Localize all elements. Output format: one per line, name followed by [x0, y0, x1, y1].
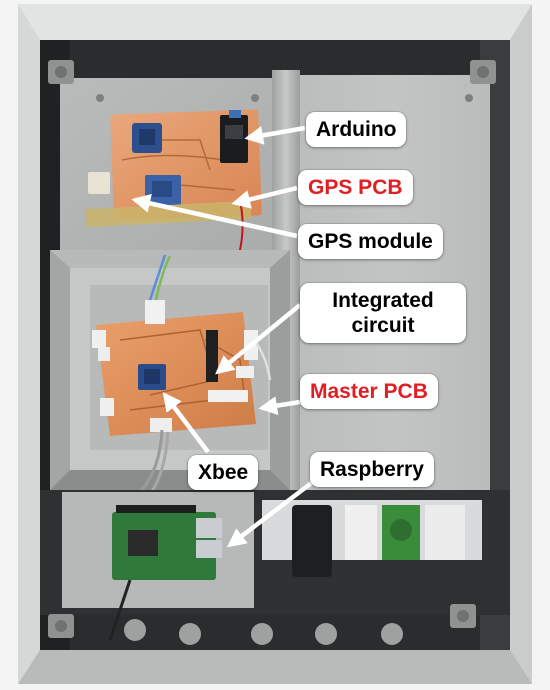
- label-master-pcb: Master PCB: [300, 374, 438, 409]
- arrow-gps-module: [131, 194, 298, 239]
- bottom-brackets: [48, 604, 476, 638]
- din-rail-devices: [262, 500, 482, 577]
- callout-arrows: [131, 125, 320, 548]
- arrow-integrated-circuit: [215, 303, 302, 375]
- master-pcb: [96, 312, 256, 436]
- raspberry-pi-board: [112, 505, 222, 580]
- arrow-master-pcb: [258, 396, 301, 415]
- label-gps-pcb: GPS PCB: [298, 170, 413, 205]
- arrow-arduino: [244, 125, 306, 145]
- label-xbee: Xbee: [188, 455, 259, 490]
- arrow-raspberry: [226, 476, 320, 548]
- label-gps-module: GPS module: [298, 224, 443, 259]
- raspberry-cable: [108, 579, 132, 641]
- xbee-on-gps-pcb: [132, 123, 162, 153]
- integrated-circuit: [206, 330, 218, 382]
- label-integrated-circuit: Integrated circuit: [300, 283, 466, 343]
- arrow-gps-pcb: [231, 185, 298, 209]
- cable-glands: [124, 619, 403, 645]
- label-arduino: Arduino: [306, 112, 407, 147]
- gps-module: [88, 172, 181, 205]
- label-raspberry: Raspberry: [310, 452, 434, 487]
- arrow-xbee: [162, 391, 210, 454]
- gps-module-board-edge: [85, 200, 252, 228]
- top-brackets: [48, 60, 496, 102]
- arduino-board: [220, 110, 248, 163]
- xbee-module: [138, 364, 166, 390]
